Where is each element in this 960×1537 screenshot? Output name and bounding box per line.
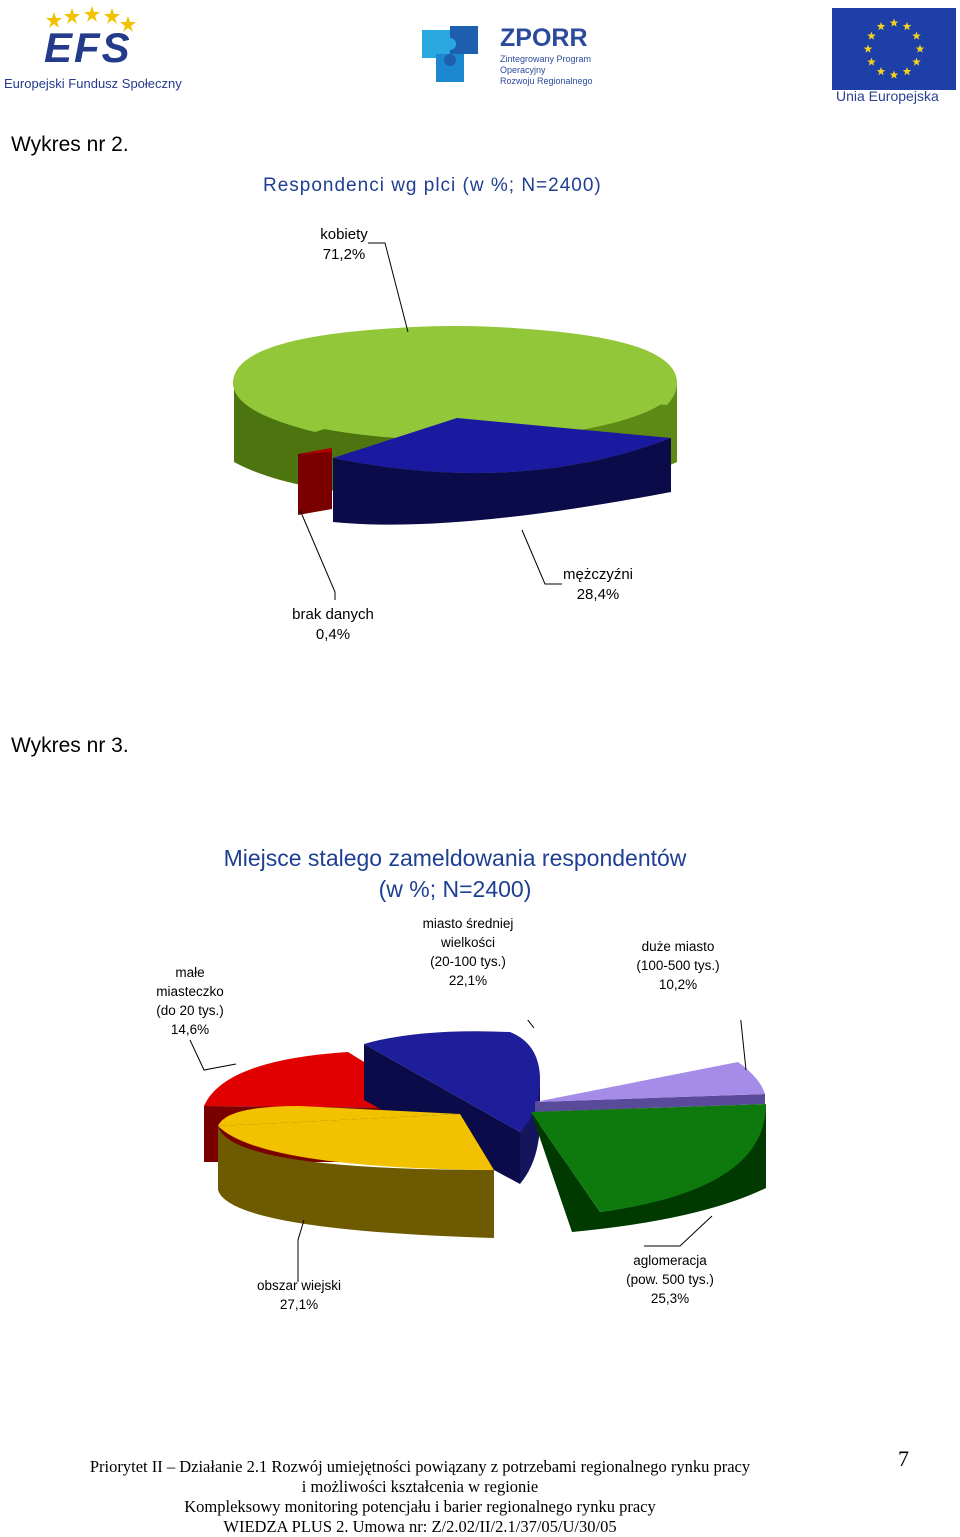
chart2-label-mezczyzni: mężczyźni 28,4% bbox=[553, 565, 643, 605]
chart3-label-male-line3: (do 20 tys.) bbox=[156, 1003, 224, 1018]
footer-line2: i możliwości kształcenia w regionie bbox=[301, 1477, 539, 1496]
eu-logo: Unia Europejska bbox=[830, 8, 956, 108]
chart3-label-male-line1: małe bbox=[175, 965, 205, 980]
chart3-title: Miejsce stalego zameldowania respondentó… bbox=[130, 843, 780, 905]
eu-star-icon bbox=[889, 18, 899, 27]
chart3-label-aglomeracja-line1: aglomeracja bbox=[633, 1253, 707, 1268]
chart3-slice-aglomeracja bbox=[531, 1104, 766, 1212]
eu-caption: Unia Europejska bbox=[836, 88, 939, 104]
efs-logo: EFS Europejski Fundusz Społeczny bbox=[4, 4, 182, 96]
eu-star-icon bbox=[889, 70, 899, 79]
chart2-title: Respondenci wg plci (w %; N=2400) bbox=[263, 175, 602, 196]
chart3-label-duze-miasto: duże miasto (100-500 tys.) 10,2% bbox=[618, 937, 738, 994]
zporr-logo: ZPORR Zintegrowany Program Operacyjny Ro… bbox=[418, 20, 598, 92]
zporr-line3: Rozwoju Regionalnego bbox=[500, 76, 593, 86]
eu-star-icon bbox=[867, 31, 876, 40]
chart2-slice-mezczyzni bbox=[333, 418, 671, 474]
chart2-label-kobiety: kobiety 71,2% bbox=[304, 225, 384, 265]
chart3-slice-aglomeracja-side bbox=[531, 1104, 766, 1232]
chart3-leader-aglomeracja bbox=[644, 1215, 713, 1247]
chart3-label-srednie-line3: (20-100 tys.) bbox=[430, 954, 506, 969]
chart2-label-mezczyzni-name: mężczyźni bbox=[562, 566, 633, 583]
efs-caption: Europejski Fundusz Społeczny bbox=[4, 76, 182, 91]
chart3-leader-obszar bbox=[297, 1219, 305, 1282]
page-number: 7 bbox=[898, 1446, 909, 1471]
chart3-leader-male bbox=[189, 1039, 237, 1071]
chart3-label-obszar-wiejski: obszar wiejski 27,1% bbox=[239, 1276, 359, 1314]
chart2-slice-mezczyzni-side bbox=[333, 438, 671, 525]
footer-line1: Priorytet II – Działanie 2.1 Rozwój umie… bbox=[89, 1457, 751, 1476]
chart2-pie bbox=[233, 242, 677, 600]
chart3-slice-obszar-wiejski bbox=[218, 1114, 494, 1170]
chart2-slice-brak-side bbox=[298, 448, 332, 515]
chart3-label-aglomeracja-value: 25,3% bbox=[650, 1291, 690, 1306]
chart3-label-male-line2: miasteczko bbox=[156, 984, 224, 999]
chart3-slice-duze-miasto-side bbox=[535, 1094, 765, 1112]
chart3-leader-duze bbox=[740, 1020, 747, 1071]
eu-star-icon bbox=[876, 22, 886, 31]
footer: Priorytet II – Działanie 2.1 Rozwój umie… bbox=[0, 1457, 960, 1537]
chart2-label-brak-name: brak danych bbox=[292, 606, 374, 623]
chart2-label-mezczyzni-value: 28,4% bbox=[576, 586, 620, 603]
chart3-label-male-miasteczko: małe miasteczko (do 20 tys.) 14,6% bbox=[140, 963, 240, 1039]
zporr-line1: Zintegrowany Program bbox=[500, 54, 592, 64]
chart3-slice-duze-miasto bbox=[535, 1062, 765, 1102]
chart2-leader-kobiety bbox=[368, 242, 409, 333]
zporr-title: ZPORR bbox=[500, 24, 588, 52]
eu-star-icon bbox=[867, 57, 876, 66]
chart3-label-obszar-value: 27,1% bbox=[279, 1297, 319, 1312]
efs-stars-icon bbox=[46, 6, 136, 32]
chart3-label-aglomeracja-line2: (pow. 500 tys.) bbox=[626, 1272, 714, 1287]
chart2-label-brak-value: 0,4% bbox=[315, 626, 351, 643]
chart3-label-aglomeracja: aglomeracja (pow. 500 tys.) 25,3% bbox=[610, 1251, 730, 1308]
chart3-label-srednie-line2: wielkości bbox=[440, 935, 495, 950]
chart3-leader-srednie bbox=[527, 1020, 535, 1029]
chart3-title-line2: (w %; N=2400) bbox=[378, 876, 532, 902]
chart3-pie bbox=[189, 1020, 766, 1282]
eu-star-icon bbox=[902, 67, 912, 76]
eu-flag-icon bbox=[832, 8, 956, 90]
chart3-label-obszar-line1: obszar wiejski bbox=[256, 1278, 342, 1293]
footer-line4: WIEDZA PLUS 2. Umowa nr: Z/2.02/II/2.1/3… bbox=[223, 1517, 617, 1536]
chart3-label-duze-value: 10,2% bbox=[658, 977, 698, 992]
chart3-title-line1: Miejsce stalego zameldowania respondentó… bbox=[223, 845, 687, 871]
eu-star-icon bbox=[876, 67, 886, 76]
chart3-slice-miasto-srednie bbox=[364, 1031, 540, 1132]
chart2-leader-brak bbox=[299, 509, 336, 600]
chart3-section-title: Wykres nr 3. bbox=[11, 734, 129, 757]
eu-star-icon bbox=[863, 44, 873, 53]
chart2-slice-brak bbox=[298, 448, 332, 454]
eu-star-icon bbox=[915, 44, 925, 53]
chart3-label-duze-line1: duże miasto bbox=[641, 939, 715, 954]
chart3-label-male-value: 14,6% bbox=[170, 1022, 210, 1037]
chart3-slice-miasto-srednie-side-r bbox=[520, 1070, 540, 1184]
eu-star-icon bbox=[902, 22, 912, 31]
chart3-label-srednie-value: 22,1% bbox=[448, 973, 488, 988]
chart3-label-miasto-srednie: miasto średniej wielkości (20-100 tys.) … bbox=[403, 914, 533, 990]
chart3-label-srednie-line1: miasto średniej bbox=[422, 916, 514, 931]
chart2-leader-mezczyzni bbox=[521, 529, 562, 585]
puzzle-icon bbox=[422, 26, 478, 82]
chart2-section-title: Wykres nr 2. bbox=[11, 133, 129, 156]
efs-letters: EFS bbox=[44, 24, 132, 71]
footer-line3: Kompleksowy monitoring potencjału i bari… bbox=[184, 1497, 656, 1516]
eu-star-icon bbox=[912, 31, 921, 40]
chart2-label-brak: brak danych 0,4% bbox=[283, 605, 383, 645]
chart2-label-kobiety-name: kobiety bbox=[320, 226, 368, 243]
chart2-label-kobiety-value: 71,2% bbox=[322, 246, 366, 263]
zporr-line2: Operacyjny bbox=[500, 65, 546, 75]
chart3-label-duze-line2: (100-500 tys.) bbox=[636, 958, 720, 973]
eu-star-icon bbox=[912, 57, 921, 66]
chart3-slice-obszar-wiejski-side bbox=[218, 1126, 494, 1238]
